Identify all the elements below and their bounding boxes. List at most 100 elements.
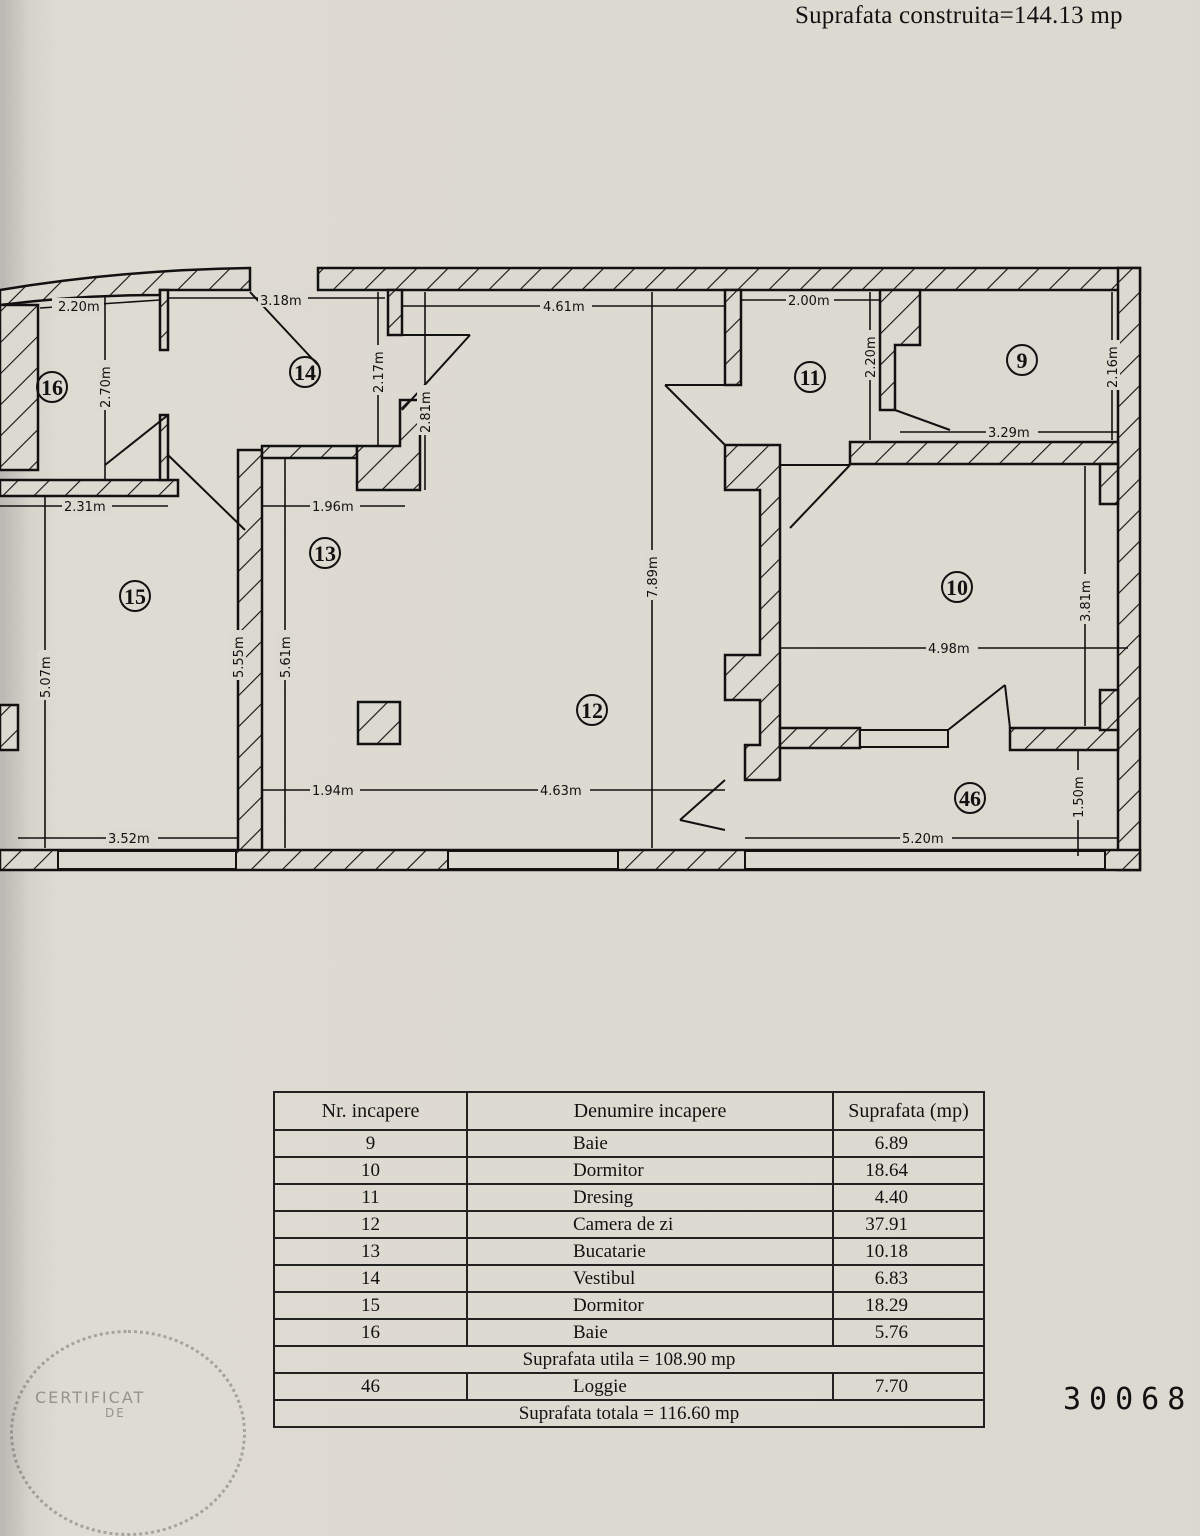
wall-14-corner: [355, 398, 422, 492]
dim-label: 4.98m: [928, 642, 970, 657]
room-number: 46: [959, 786, 981, 811]
wall-left-16: [0, 303, 40, 472]
room-number: 12: [581, 698, 603, 723]
serial-number: 30068: [1063, 1382, 1194, 1417]
room-marker-9: 9: [1006, 344, 1038, 376]
col-header-name: Denumire incapere: [466, 1091, 834, 1131]
stamp-ring: [10, 1330, 246, 1536]
dim-label: 2.20m: [864, 336, 879, 378]
room-number: 16: [41, 375, 63, 400]
room-area: 4.40: [832, 1183, 985, 1212]
wall-13-top: [260, 444, 359, 460]
window: [57, 850, 237, 870]
wall-16-inner: [158, 288, 170, 352]
room-nr: 16: [273, 1318, 468, 1347]
room-markers: 16 14 13 15 12 11 9 10 46: [36, 344, 1038, 814]
room-marker-11: 11: [794, 361, 826, 393]
usable-area-row: Suprafata utila = 108.90 mp: [273, 1345, 985, 1374]
stamp-line-1: CERTIFICAT: [35, 1388, 146, 1407]
built-area-title: Suprafata construita=144.13 mp: [795, 2, 1123, 29]
room-area: 7.70: [832, 1372, 985, 1401]
dim-label: 2.20m: [58, 300, 100, 315]
room-number: 13: [314, 541, 336, 566]
dim-label: 2.16m: [1106, 346, 1121, 388]
wall-right: [1116, 266, 1142, 872]
window: [744, 850, 1106, 870]
room-name: Baie: [466, 1318, 834, 1347]
room-name: Dormitor: [466, 1156, 834, 1185]
room-marker-12: 12: [576, 694, 608, 726]
room-nr: 12: [273, 1210, 468, 1239]
col-header-area: Suprafata (mp): [832, 1091, 985, 1131]
room-marker-15: 15: [119, 580, 151, 612]
dim-label: 3.18m: [260, 294, 302, 309]
dim-label: 7.89m: [646, 556, 661, 598]
room-nr: 15: [273, 1291, 468, 1320]
room-marker-46: 46: [954, 782, 986, 814]
room-area: 5.76: [832, 1318, 985, 1347]
dim-label: 3.52m: [108, 832, 150, 847]
door-swings: [104, 291, 1011, 831]
wall-12-11: [723, 443, 782, 782]
dim-label: 2.00m: [788, 294, 830, 309]
room-number: 11: [800, 365, 821, 390]
room-name: Vestibul: [466, 1264, 834, 1293]
room-name: Dormitor: [466, 1291, 834, 1320]
room-area: 18.29: [832, 1291, 985, 1320]
dimension-labels: 2.20m 3.18m 4.61m 2.00m 3.29m 2.31m 1.96…: [37, 291, 1121, 847]
room-marker-14: 14: [289, 356, 321, 388]
dim-label: 5.20m: [902, 832, 944, 847]
dim-label: 4.63m: [540, 784, 582, 799]
room-name: Dresing: [466, 1183, 834, 1212]
dim-label: 4.61m: [543, 300, 585, 315]
room-number: 10: [946, 575, 968, 600]
room-nr: 14: [273, 1264, 468, 1293]
wall-10-46b: [1008, 726, 1120, 752]
total-area-row: Suprafata totala = 116.60 mp: [273, 1399, 985, 1428]
dim-label: 3.29m: [988, 426, 1030, 441]
total-area: Suprafata totala = 116.60 mp: [273, 1399, 985, 1428]
room-number: 9: [1017, 348, 1028, 373]
col-header-nr: Nr. incapere: [273, 1091, 468, 1131]
table-header: Nr. incapere Denumire incapere Suprafata…: [273, 1091, 985, 1131]
dim-label: 5.07m: [39, 656, 54, 698]
rooms-area-table: Nr. incapere Denumire incapere Suprafata…: [273, 1091, 985, 1428]
dim-label: 2.17m: [372, 351, 387, 393]
wall-46-right-pier: [1098, 688, 1120, 732]
room-nr: 46: [273, 1372, 468, 1401]
dim-label: 1.50m: [1072, 776, 1087, 818]
dim-label: 5.55m: [232, 636, 247, 678]
certificate-stamp: CERTIFICAT DE: [10, 1330, 250, 1536]
dim-label: 2.81m: [419, 391, 434, 433]
room-nr: 9: [273, 1129, 468, 1158]
room-marker-13: 13: [309, 537, 341, 569]
dim-label: 1.96m: [312, 500, 354, 515]
room-number: 15: [124, 584, 146, 609]
wall-10-46a: [778, 726, 862, 750]
wall-11-9: [878, 288, 922, 412]
wall-top-main: [316, 266, 1142, 292]
wall-left-15: [0, 703, 20, 752]
wall-16-15: [0, 478, 180, 498]
room-area: 18.64: [832, 1156, 985, 1185]
room-area: 37.91: [832, 1210, 985, 1239]
dimension-lines: [0, 292, 1128, 856]
window: [447, 850, 619, 870]
windows: [57, 729, 1106, 870]
wall-16-inner2: [158, 413, 170, 482]
room-area: 10.18: [832, 1237, 985, 1266]
floor-plan: 2.20m 3.18m 4.61m 2.00m 3.29m 2.31m 1.96…: [0, 266, 1142, 872]
wall-9-10: [848, 440, 1120, 466]
room-name: Loggie: [466, 1372, 834, 1401]
walls: [0, 266, 1142, 872]
room-name: Baie: [466, 1129, 834, 1158]
stamp-line-2: DE: [105, 1406, 126, 1420]
wall-10-right-pier: [1098, 462, 1120, 506]
room-marker-16: 16: [36, 371, 68, 403]
